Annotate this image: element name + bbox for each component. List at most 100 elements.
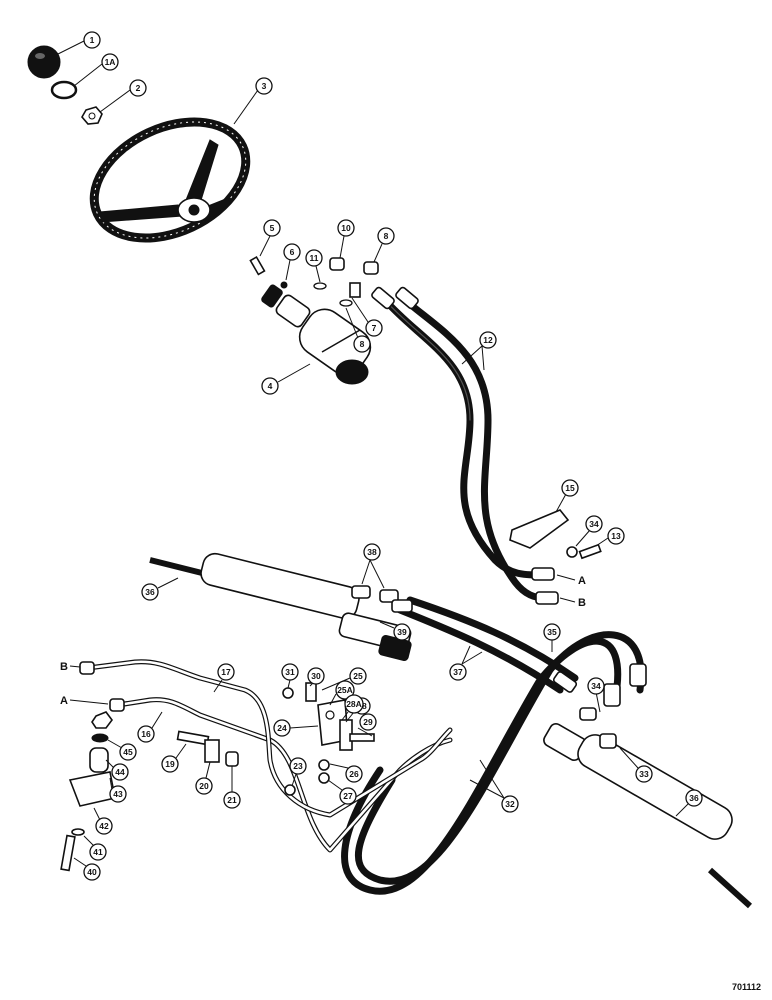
callout-11: 11 [305,249,323,283]
hose-bracket [509,509,602,560]
svg-text:15: 15 [565,483,575,493]
mount-parts [60,711,116,872]
callout-1a: 1A [73,53,119,87]
svg-text:23: 23 [293,761,303,771]
svg-text:1A: 1A [105,57,116,67]
callout-4: 4 [261,363,311,395]
callout-32: 32 [469,759,519,813]
svg-text:30: 30 [311,671,321,681]
svg-text:29: 29 [363,717,373,727]
port-label-hose-a: A [578,575,586,587]
callout-27: 27 [327,779,357,805]
callout-26: 26 [329,763,363,783]
hose-assembly-upper [371,286,559,605]
callout-12: 12 [461,331,497,371]
callout-39: 39 [379,621,411,641]
callout-43: 43 [109,777,127,803]
port-label-tube-b: B [60,661,68,673]
svg-text:8: 8 [384,231,389,241]
svg-text:4: 4 [268,381,273,391]
svg-text:6: 6 [290,247,295,257]
callout-34-cylinder: 34 [587,677,605,713]
port-label-hose-b: B [578,597,586,609]
svg-text:2: 2 [136,83,141,93]
svg-text:21: 21 [227,795,237,805]
fittings-38 [351,585,399,603]
horn-knob [27,45,61,79]
svg-text:35: 35 [547,627,557,637]
callout-16: 16 [137,711,163,743]
steering-cylinder-upper [149,552,412,661]
svg-text:34: 34 [589,519,599,529]
svg-text:39: 39 [397,627,407,637]
svg-text:45: 45 [123,747,133,757]
svg-text:20: 20 [199,781,209,791]
callout-3: 3 [233,77,273,125]
callout-5: 5 [259,219,281,257]
svg-text:34: 34 [591,681,601,691]
callout-37: 37 [449,645,483,681]
callout-35: 35 [543,623,561,652]
svg-text:43: 43 [113,789,123,799]
callout-25: 25 [321,667,367,691]
steering-wheel [89,117,251,243]
callout-28a: 28A [341,694,364,721]
svg-text:8: 8 [360,339,365,349]
svg-text:5: 5 [270,223,275,233]
tube-clamp-parts [176,682,375,796]
callout-2: 2 [99,79,147,113]
figure-reference-number: 701112 [732,982,761,992]
hose-assembly-37 [391,596,579,694]
svg-text:25: 25 [353,671,363,681]
hose-assembly-loop [341,631,647,895]
svg-text:28A: 28A [346,699,362,709]
svg-text:44: 44 [115,767,125,777]
svg-text:19: 19 [165,759,175,769]
callout-23: 23 [289,757,307,787]
svg-text:36: 36 [689,793,699,803]
callout-13: 13 [595,527,625,547]
steel-tubes [79,659,453,853]
svg-text:16: 16 [141,729,151,739]
svg-text:40: 40 [87,867,97,877]
callout-9: 8 [373,227,395,263]
svg-text:12: 12 [483,335,493,345]
callout-45: 45 [107,739,137,761]
steering-valve [261,284,372,385]
callout-1: 1 [57,31,101,55]
callout-34-bracket: 34 [575,515,603,547]
callout-30: 30 [307,667,325,687]
svg-text:1: 1 [90,35,95,45]
svg-text:24: 24 [277,723,287,733]
svg-text:25A: 25A [337,685,353,695]
callout-20: 20 [195,761,213,795]
valve-fittings [249,255,379,307]
svg-text:27: 27 [343,791,353,801]
svg-text:7: 7 [372,323,377,333]
callout-33: 33 [619,747,653,783]
callout-42: 42 [93,807,113,835]
callout-6: 6 [283,243,301,281]
svg-text:3: 3 [262,81,267,91]
callout-21: 21 [223,766,241,809]
retaining-ring [50,80,78,100]
svg-text:10: 10 [341,223,351,233]
svg-text:11: 11 [310,253,319,263]
callout-24: 24 [273,719,319,737]
svg-text:37: 37 [453,667,463,677]
svg-text:36: 36 [145,587,155,597]
callout-44: 44 [105,759,129,781]
svg-text:26: 26 [349,769,359,779]
callout-25a: 25A [329,680,355,706]
callout-29: 29 [357,713,377,737]
callout-7: 7 [351,297,383,337]
svg-text:41: 41 [93,847,103,857]
svg-text:38: 38 [367,547,377,557]
callout-15: 15 [555,479,579,513]
callout-38: 38 [361,543,385,589]
svg-text:13: 13 [611,531,621,541]
callout-8: 8 [345,307,371,353]
port-label-tube-a: A [60,695,68,707]
callout-36-lower: 36 [675,789,703,817]
